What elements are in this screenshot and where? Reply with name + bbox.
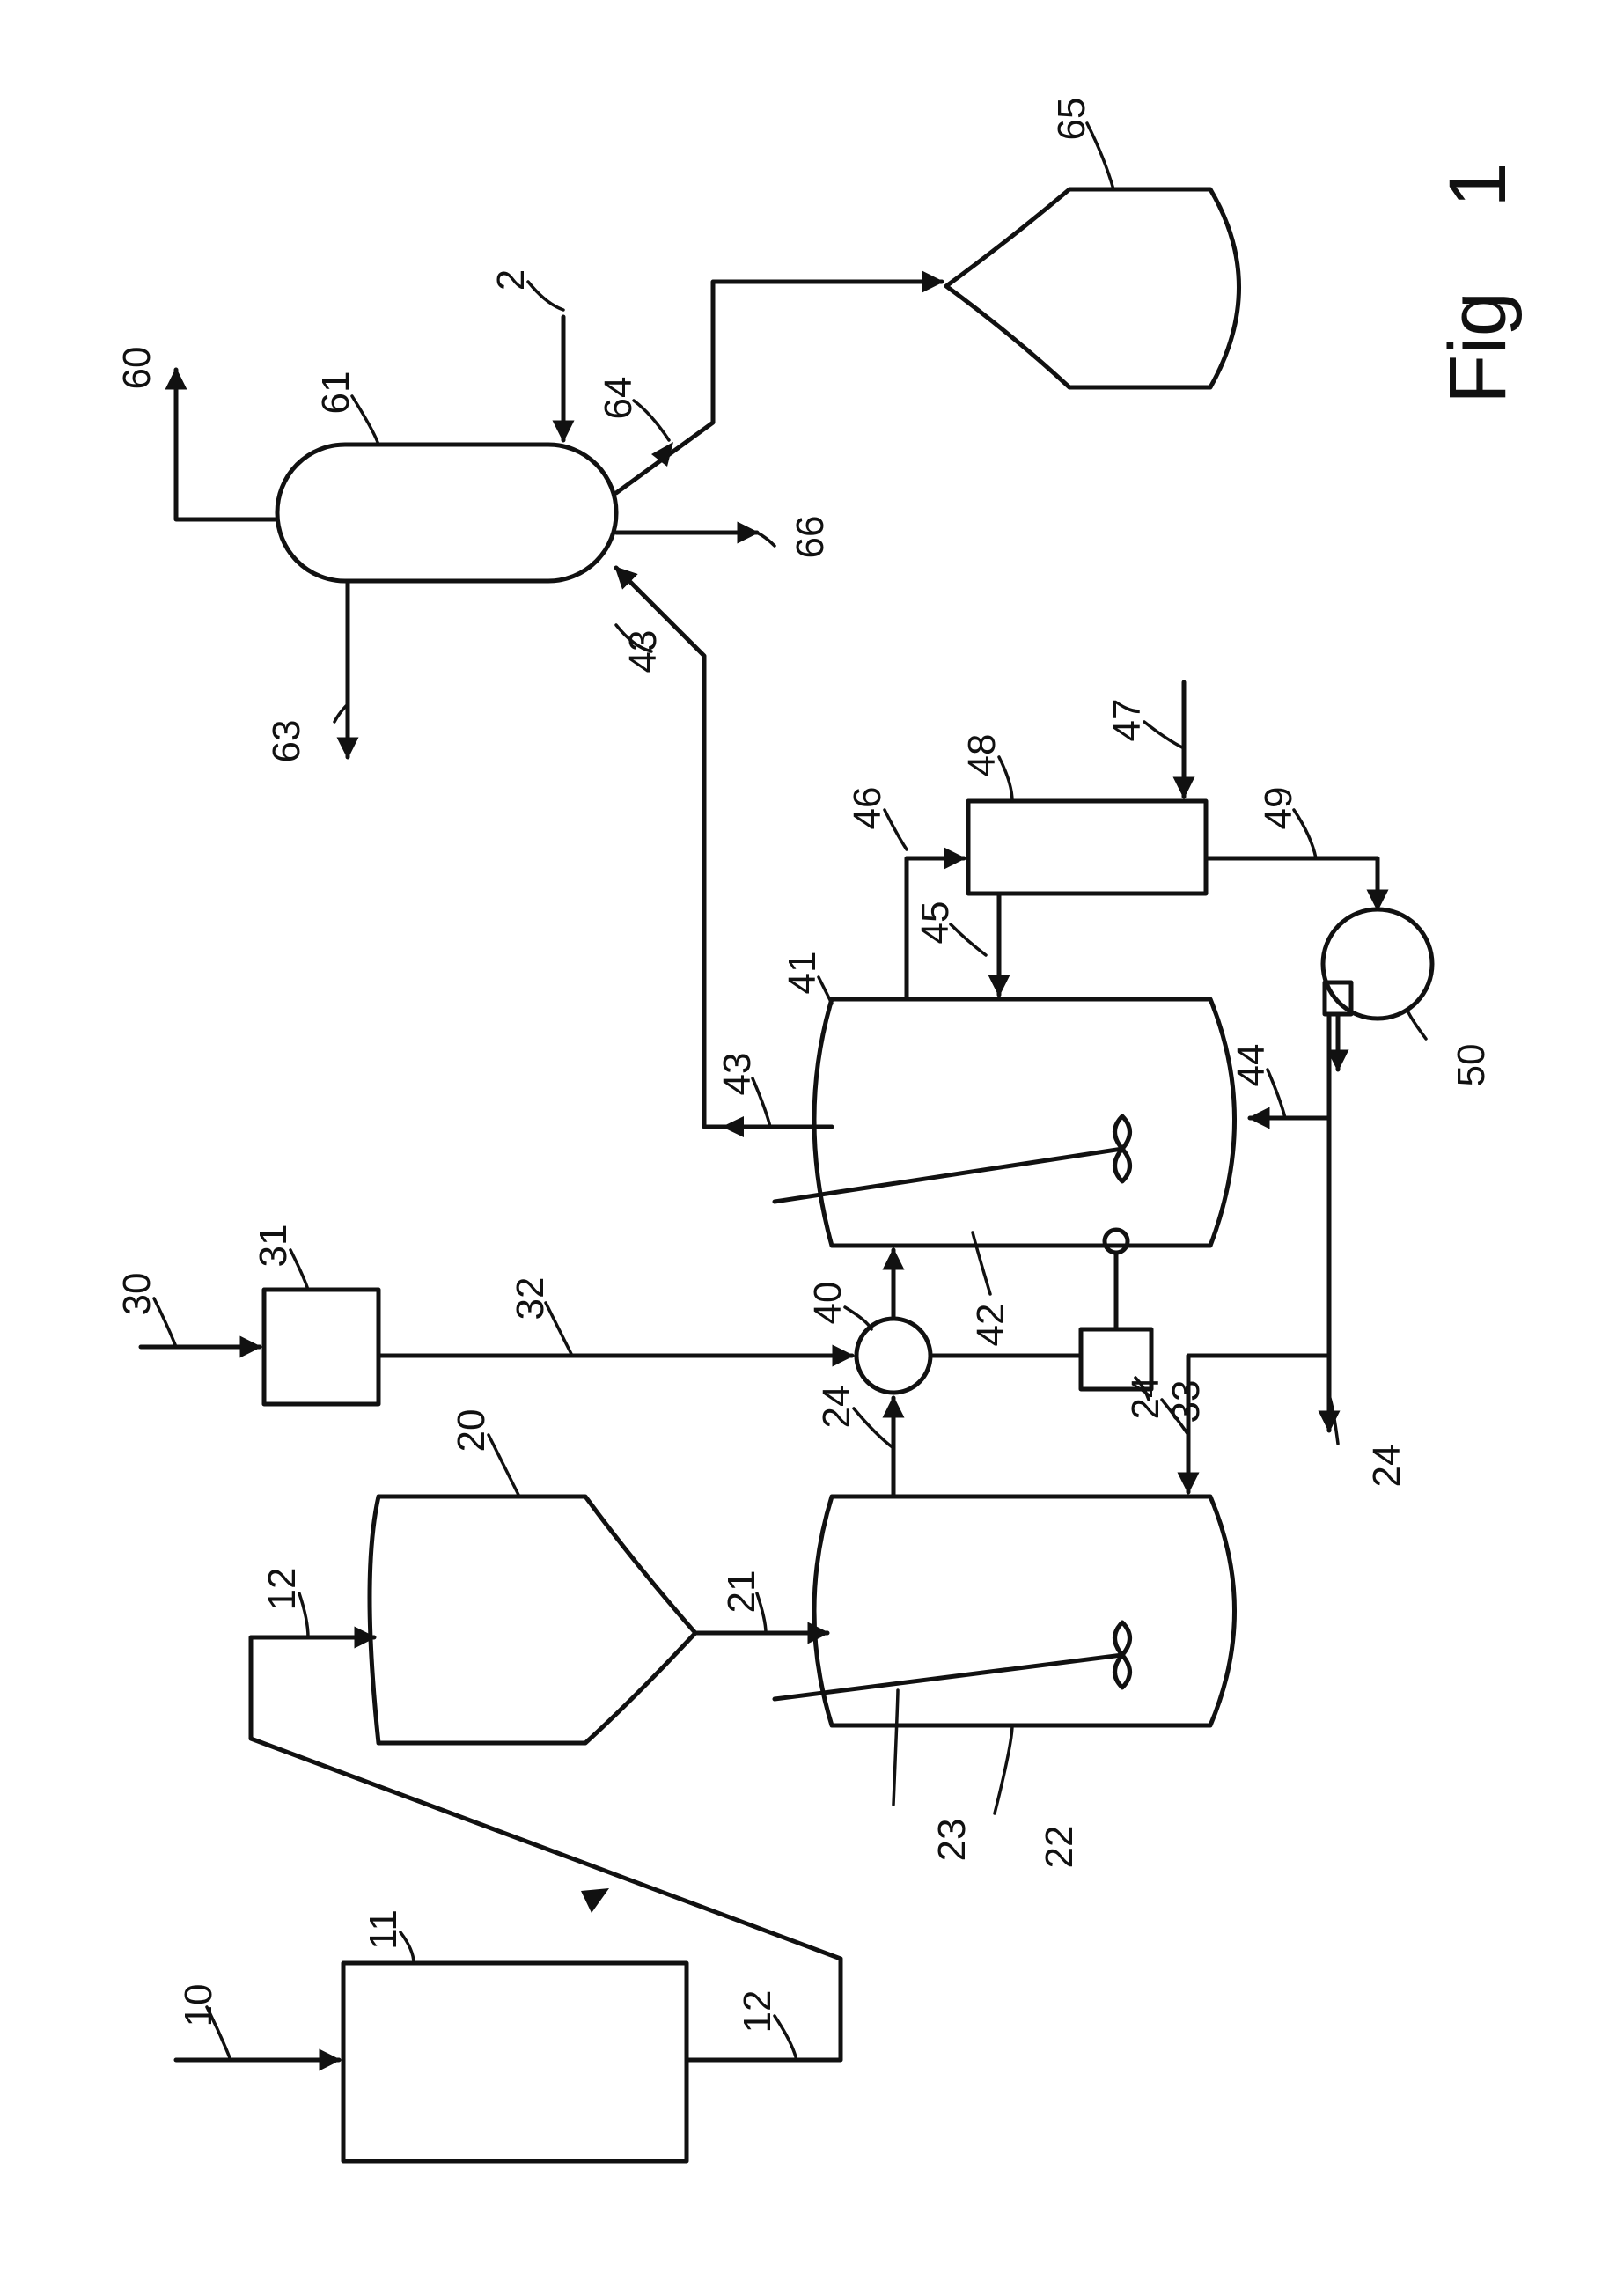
label-50: 50	[1450, 1044, 1493, 1087]
leader-47	[1143, 720, 1186, 750]
stream-12-arrow-mid	[581, 1888, 609, 1913]
stream-64-arrow-mid	[651, 442, 673, 467]
stream-49	[1203, 856, 1389, 912]
leader-66	[755, 531, 776, 548]
unit-11-box	[341, 1960, 689, 2164]
unit-31-box	[261, 1287, 381, 1407]
silo-65	[944, 187, 1241, 390]
label-21: 21	[720, 1570, 763, 1614]
label-30: 30	[115, 1273, 158, 1316]
reactor-41	[812, 997, 1237, 1248]
leader-12b	[298, 1592, 310, 1639]
label-11: 11	[362, 1909, 405, 1950]
leader-61	[350, 394, 380, 446]
leader-65	[1085, 121, 1115, 191]
stream-12	[248, 1626, 843, 2063]
column-61	[275, 442, 619, 584]
label-20: 20	[450, 1409, 493, 1453]
leader-43b	[614, 623, 653, 653]
label-2: 2	[489, 269, 533, 291]
label-64: 64	[597, 377, 640, 420]
leader-48	[997, 755, 1014, 803]
leader-24c	[1327, 1394, 1340, 1445]
label-10: 10	[177, 1984, 220, 2027]
stream-43	[614, 565, 834, 1129]
label-22: 22	[1038, 1826, 1081, 1869]
valve-40	[854, 1316, 933, 1395]
label-46: 46	[846, 787, 889, 830]
label-24c: 24	[1365, 1445, 1408, 1488]
label-32: 32	[509, 1277, 552, 1320]
leader-24a	[852, 1407, 895, 1450]
impeller-42	[1113, 1114, 1132, 1184]
label-48: 48	[960, 734, 1003, 777]
leader-11	[399, 1931, 415, 1965]
leader-46	[883, 808, 908, 851]
impeller-23	[1113, 1620, 1132, 1690]
label-41: 41	[781, 952, 824, 995]
leader-20	[487, 1433, 521, 1498]
label-12a: 12	[736, 1990, 779, 2034]
leader-30	[152, 1297, 178, 1349]
label-63: 63	[265, 720, 308, 763]
label-42: 42	[969, 1304, 1012, 1347]
unit-48-box	[966, 798, 1209, 896]
leader-31	[289, 1248, 310, 1291]
leader-33	[1134, 1376, 1150, 1401]
link-33-knob	[1102, 1227, 1130, 1255]
hopper-20	[367, 1494, 698, 1746]
figure-label: Fig	[1433, 291, 1523, 404]
label-12b: 12	[261, 1568, 304, 1611]
leader-24b	[1160, 1398, 1190, 1437]
label-49: 49	[1257, 787, 1300, 830]
leader-10	[205, 2005, 232, 2062]
leader-40	[843, 1305, 873, 1331]
leader-44	[1266, 1068, 1287, 1120]
label-31: 31	[252, 1225, 295, 1268]
label-47: 47	[1106, 699, 1149, 742]
leader-49	[1292, 808, 1318, 860]
leader-41	[817, 975, 834, 1005]
leader-50	[1407, 1011, 1428, 1041]
leader-12a	[773, 2014, 798, 2062]
label-44: 44	[1230, 1044, 1273, 1087]
label-24a: 24	[815, 1386, 858, 1429]
leader-32	[544, 1301, 574, 1357]
leader-21	[755, 1592, 768, 1635]
leader-45	[949, 923, 988, 957]
stream-24-return	[1177, 1353, 1332, 1495]
label-65: 65	[1050, 98, 1093, 141]
label-33: 33	[1165, 1380, 1208, 1423]
label-45: 45	[914, 901, 957, 945]
stirrer-shaft-42	[772, 1146, 1125, 1204]
reactor-22	[812, 1494, 1237, 1728]
label-24b: 24	[1124, 1377, 1167, 1420]
label-43a: 43	[716, 1053, 759, 1096]
leader-43a	[751, 1077, 772, 1129]
leader-42	[971, 1231, 992, 1296]
label-23: 23	[930, 1819, 974, 1862]
label-40: 40	[806, 1282, 849, 1325]
figure-number: 1	[1433, 162, 1523, 207]
label-61: 61	[314, 371, 357, 415]
leader-22	[993, 1724, 1014, 1815]
label-60: 60	[115, 347, 158, 390]
stream-43-arrow-mid	[722, 1116, 744, 1137]
stream-60	[165, 367, 280, 522]
stirrer-shaft-23	[772, 1652, 1125, 1702]
label-66: 66	[789, 516, 832, 559]
leader-2	[526, 280, 565, 312]
leader-23	[892, 1688, 900, 1806]
leader-64	[632, 399, 671, 442]
stream-46	[904, 847, 966, 1002]
leader-63	[333, 702, 349, 724]
label-43b: 43	[621, 630, 665, 673]
pump-50	[1320, 907, 1435, 1021]
